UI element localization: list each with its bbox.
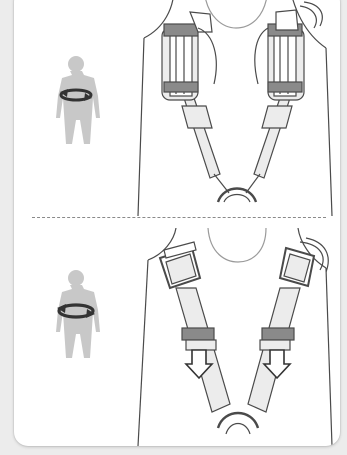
step-1-panel xyxy=(14,0,340,216)
instruction-card xyxy=(14,0,340,446)
step-2-svg xyxy=(14,228,340,446)
step-2-panel xyxy=(14,228,340,446)
harness-illustration xyxy=(138,0,332,216)
step-1-svg xyxy=(14,0,340,216)
harness-illustration xyxy=(138,228,332,446)
step-divider xyxy=(32,217,326,218)
